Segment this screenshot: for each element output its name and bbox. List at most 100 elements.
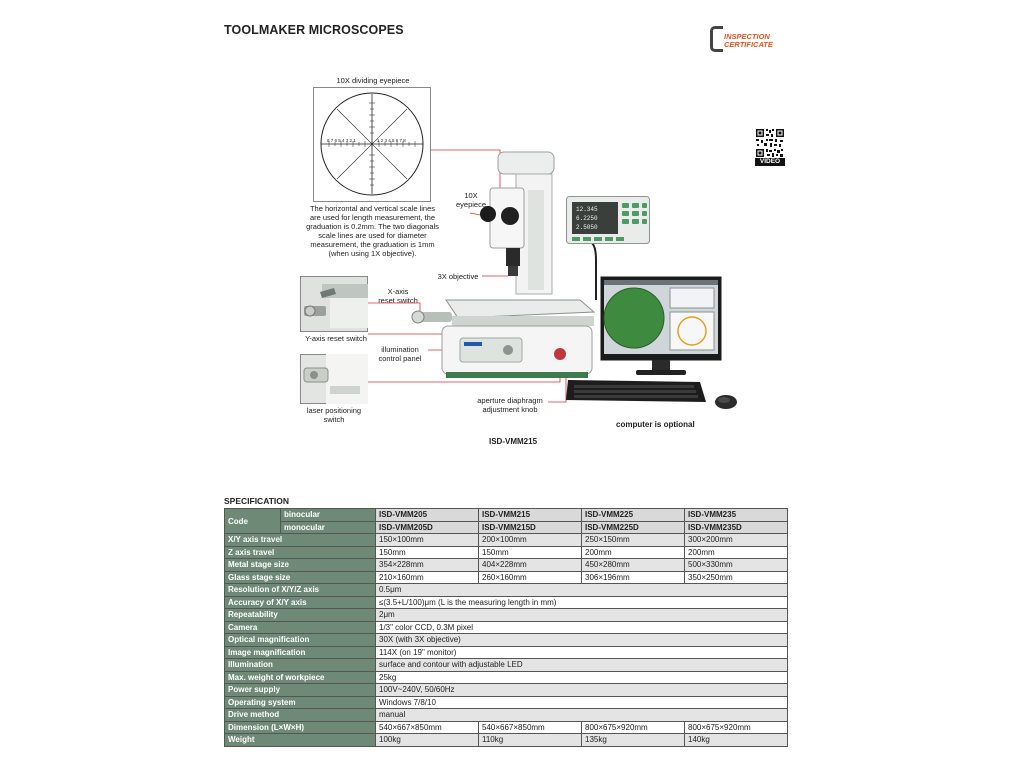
code-label: Code — [224, 508, 281, 534]
eyepiece-desc-line: The horizontal and vertical scale lines — [309, 204, 436, 213]
spec-value: surface and contour with adjustable LED — [375, 658, 788, 672]
spec-row-label: Image magnification — [224, 645, 376, 659]
spec-value: 2μm — [375, 608, 788, 622]
spec-value: Windows 7/8/10 — [375, 695, 788, 709]
spec-row-label: Drive method — [224, 708, 376, 722]
callout-3x-objective: 3X objective — [437, 272, 479, 281]
spec-row-label: Illumination — [224, 658, 376, 672]
callout-laser-line: laser positioning — [306, 406, 362, 415]
spec-value: 100V~240V, 50/60Hz — [375, 683, 788, 697]
spec-value: 210×160mm — [375, 570, 479, 584]
spec-row-label: Resolution of X/Y/Z axis — [224, 583, 376, 597]
spec-value: 114X (on 19" monitor) — [375, 645, 788, 659]
spec-value: 540×667×850mm — [375, 720, 479, 734]
callout-laser: laser positioning switch — [300, 406, 368, 424]
monocular-label: monocular — [280, 520, 376, 534]
spec-value: 110kg — [478, 733, 582, 747]
callout-illumination: illumination control panel — [372, 345, 428, 363]
model-cell: ISD-VMM215 — [478, 508, 582, 522]
inspection-certificate-badge: INSPECTION CERTIFICATE — [708, 24, 788, 52]
badge-line-1: INSPECTION — [724, 32, 770, 41]
model-cell: ISD-VMM205D — [375, 520, 479, 534]
spec-row-label: Metal stage size — [224, 558, 376, 572]
y-axis-reset-inset-photo — [300, 276, 368, 332]
eyepiece-desc-line: are used for length measurement, the — [309, 213, 436, 222]
reticle-diagram: 8 7 6 5 4 3 2 1 1 2 3 4 5 6 7 8 — [313, 87, 431, 202]
callout-illumination-line: control panel — [378, 354, 422, 363]
spec-row-label: Power supply — [224, 683, 376, 697]
eyepiece-desc-line: measurement, the graduation is 1mm — [310, 240, 435, 249]
callout-y-axis-reset: Y-axis reset switch — [305, 334, 367, 343]
binocular-label: binocular — [280, 508, 376, 522]
qr-code-icon[interactable] — [755, 128, 785, 158]
spec-row-label: X/Y axis travel — [224, 533, 376, 547]
spec-value: 30X (with 3X objective) — [375, 633, 788, 647]
video-label[interactable]: VIDEO — [755, 158, 785, 166]
spec-row-label: Z axis travel — [224, 545, 376, 559]
spec-value: 150×100mm — [375, 533, 479, 547]
readout-x: 12.345 — [576, 206, 598, 213]
scale-left-text: 8 7 6 5 4 3 2 1 — [327, 138, 356, 143]
model-cell: ISD-VMM235D — [684, 520, 788, 534]
spec-value: 300×200mm — [684, 533, 788, 547]
spec-value: 354×228mm — [375, 558, 479, 572]
spec-row-label: Accuracy of X/Y axis — [224, 595, 376, 609]
eyepiece-title: 10X dividing eyepiece — [336, 76, 410, 85]
table-row: monocular ISD-VMM205D ISD-VMM215D ISD-VM… — [225, 520, 788, 534]
spec-value: 25kg — [375, 670, 788, 684]
model-cell: ISD-VMM205 — [375, 508, 479, 522]
eyepiece-desc-line: scale lines are used for diameter — [318, 231, 427, 240]
callout-aperture-line: aperture diaphragm — [477, 396, 543, 405]
spec-row-label: Max. weight of workpiece — [224, 670, 376, 684]
callout-x-axis-line: X-axis — [387, 287, 409, 296]
table-row: Accuracy of X/Y axis≤(3.5+L/100)μm (L is… — [224, 595, 788, 609]
spec-row-label: Weight — [224, 733, 376, 747]
readout-y: 6.2250 — [576, 215, 598, 222]
spec-value: 150mm — [478, 545, 582, 559]
spec-value: 500×330mm — [684, 558, 788, 572]
model-cell: ISD-VMM215D — [478, 520, 582, 534]
eyepiece-desc-line: graduation is 0.2mm. The two diagonals — [306, 222, 439, 231]
spec-row-label: Repeatability — [224, 608, 376, 622]
spec-value: 135kg — [581, 733, 685, 747]
spec-row-label: Camera — [224, 620, 376, 634]
spec-value: 0.5μm — [375, 583, 788, 597]
spec-row-label: Dimension (L×W×H) — [224, 720, 376, 734]
spec-value: 1/3" color CCD, 0.3M pixel — [375, 620, 788, 634]
spec-row-label: Optical magnification — [224, 633, 376, 647]
eyepiece-description: The horizontal and vertical scale lines … — [300, 204, 445, 258]
spec-value: 800×675×920mm — [684, 720, 788, 734]
callout-aperture: aperture diaphragm adjustment knob — [472, 396, 548, 414]
model-cell: ISD-VMM235 — [684, 508, 788, 522]
spec-value: 260×160mm — [478, 570, 582, 584]
spec-value: ≤(3.5+L/100)μm (L is the measuring lengt… — [375, 595, 788, 609]
callout-illumination-line: illumination — [381, 345, 419, 354]
spec-value: 450×280mm — [581, 558, 685, 572]
spec-value: 200×100mm — [478, 533, 582, 547]
spec-value: 540×667×850mm — [478, 720, 582, 734]
spec-value: 100kg — [375, 733, 479, 747]
spec-value: 140kg — [684, 733, 788, 747]
readout-z: 2.5050 — [576, 224, 598, 231]
scale-right-text: 1 2 3 4 5 6 7 8 — [377, 138, 406, 143]
badge-line-2: CERTIFICATE — [724, 40, 773, 49]
spec-value: 800×675×920mm — [581, 720, 685, 734]
spec-value: 150mm — [375, 545, 479, 559]
spec-value: 200mm — [581, 545, 685, 559]
model-cell: ISD-VMM225 — [581, 508, 685, 522]
